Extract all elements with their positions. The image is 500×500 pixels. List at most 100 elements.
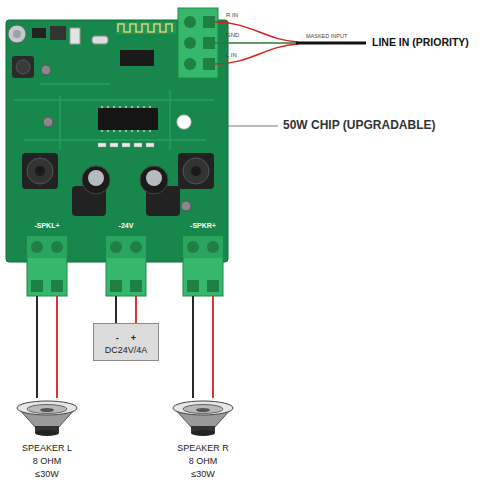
speaker-wire: [193, 296, 213, 398]
input-terminal: [178, 8, 218, 78]
speaker-icon: [158, 398, 248, 438]
small-chip: [50, 26, 66, 40]
inductor-coil: [16, 60, 30, 74]
supply-label: DC24V/4A: [99, 345, 153, 356]
antenna-base: [116, 22, 176, 34]
terminal-screw: [184, 16, 196, 28]
wire: [115, 296, 117, 323]
speaker-cone: [183, 405, 223, 414]
screw-hole: [41, 65, 51, 75]
pin-label: R IN: [226, 12, 238, 19]
speaker-label: SPEAKER R: [154, 442, 252, 455]
speaker-wire: [37, 296, 57, 398]
silkscreen-label: -SPKL+: [21, 221, 73, 230]
antenna: [118, 24, 172, 32]
wire: [56, 296, 58, 398]
terminal-top: [27, 236, 67, 258]
terminal-body: [183, 236, 223, 296]
screw-hole: [43, 117, 53, 127]
terminal-block: -24V: [100, 219, 152, 296]
power-supply-box: - +DC24V/4A: [93, 323, 159, 361]
speaker-wire: [116, 296, 136, 323]
speaker-label: SPEAKER L: [0, 442, 96, 455]
silkscreen-label: -24V: [100, 221, 152, 230]
terminal-top: [183, 236, 223, 258]
crystal: [92, 36, 108, 44]
terminal-opening: [207, 280, 219, 292]
speaker-label: 8 OHM ≤30W: [28, 455, 66, 481]
capacitor-top: [13, 30, 21, 38]
terminal-screw: [110, 241, 122, 253]
terminal-screw: [130, 241, 142, 253]
terminal-block: -SPKL+: [21, 219, 73, 296]
chip-pins: [102, 106, 150, 132]
silkscreen-label: -SPKR+: [177, 221, 229, 230]
terminal-opening: [31, 280, 43, 292]
terminal-block: -SPKR+: [177, 219, 229, 296]
inductor-core: [191, 166, 201, 176]
wire: [212, 296, 214, 398]
wire: [135, 296, 137, 323]
screw-hole: [181, 201, 191, 211]
capacitor: [8, 25, 26, 43]
terminal-screw: [184, 37, 196, 49]
inductor: [22, 153, 58, 189]
wire: [192, 296, 194, 398]
input-wire: [215, 44, 298, 64]
terminal-opening: [110, 280, 122, 292]
inductor-coil: [27, 158, 53, 184]
terminal-block: [106, 236, 146, 296]
speaker-magnet-base: [35, 430, 59, 436]
input-wire: [215, 42, 298, 44]
terminal-body: [178, 8, 218, 78]
speaker-cone: [27, 405, 67, 414]
amplifier-chip: [98, 108, 158, 130]
terminal-body: [106, 236, 146, 296]
speaker-icon: [2, 398, 92, 438]
terminal-screw: [207, 241, 219, 253]
board-trace: [14, 84, 214, 150]
speaker-label: 8 OHM ≤30W: [184, 455, 222, 481]
capacitor-top: [88, 170, 104, 186]
input-wire: [215, 22, 298, 42]
chip: [120, 50, 154, 66]
inductor: [178, 153, 214, 189]
terminal-opening: [51, 280, 63, 292]
speaker: SPEAKER R8 OHM ≤30W: [154, 398, 252, 481]
inductor-core: [35, 166, 45, 176]
terminal-opening: [187, 280, 199, 292]
resistors: [98, 143, 154, 147]
leader-line: [228, 126, 278, 127]
capacitor: [140, 166, 168, 194]
terminal-screw: [187, 241, 199, 253]
terminal-screw: [31, 241, 43, 253]
pin-label: L IN: [226, 52, 237, 59]
speaker: SPEAKER L8 OHM ≤30W: [0, 398, 96, 481]
small-part: [70, 28, 80, 44]
terminal-top: [106, 236, 146, 258]
wire: [36, 296, 38, 398]
speaker-rim: [17, 401, 77, 415]
terminal-block: [27, 236, 67, 296]
speaker-rim: [173, 401, 233, 415]
terminal-screw: [51, 241, 63, 253]
inductor: [12, 56, 34, 78]
callout-label: 50W CHIP (UPGRADABLE): [283, 118, 435, 132]
speaker-magnet-base: [191, 430, 215, 436]
speaker-dust-cap: [196, 408, 210, 412]
terminal-opening: [203, 16, 215, 28]
pin-label: GND: [226, 32, 239, 39]
supply-label: +: [131, 333, 136, 344]
small-chip: [32, 28, 46, 38]
mounting-hole: [177, 115, 191, 129]
supply-label: -: [116, 333, 119, 344]
terminal-screw: [184, 58, 196, 70]
input-label: LINE IN (PRIORITY): [372, 36, 469, 49]
terminal-opening: [130, 280, 142, 292]
terminal-body: [27, 236, 67, 296]
terminal-opening: [203, 58, 215, 70]
terminal-block: [183, 236, 223, 296]
speaker-dust-cap: [40, 408, 54, 412]
